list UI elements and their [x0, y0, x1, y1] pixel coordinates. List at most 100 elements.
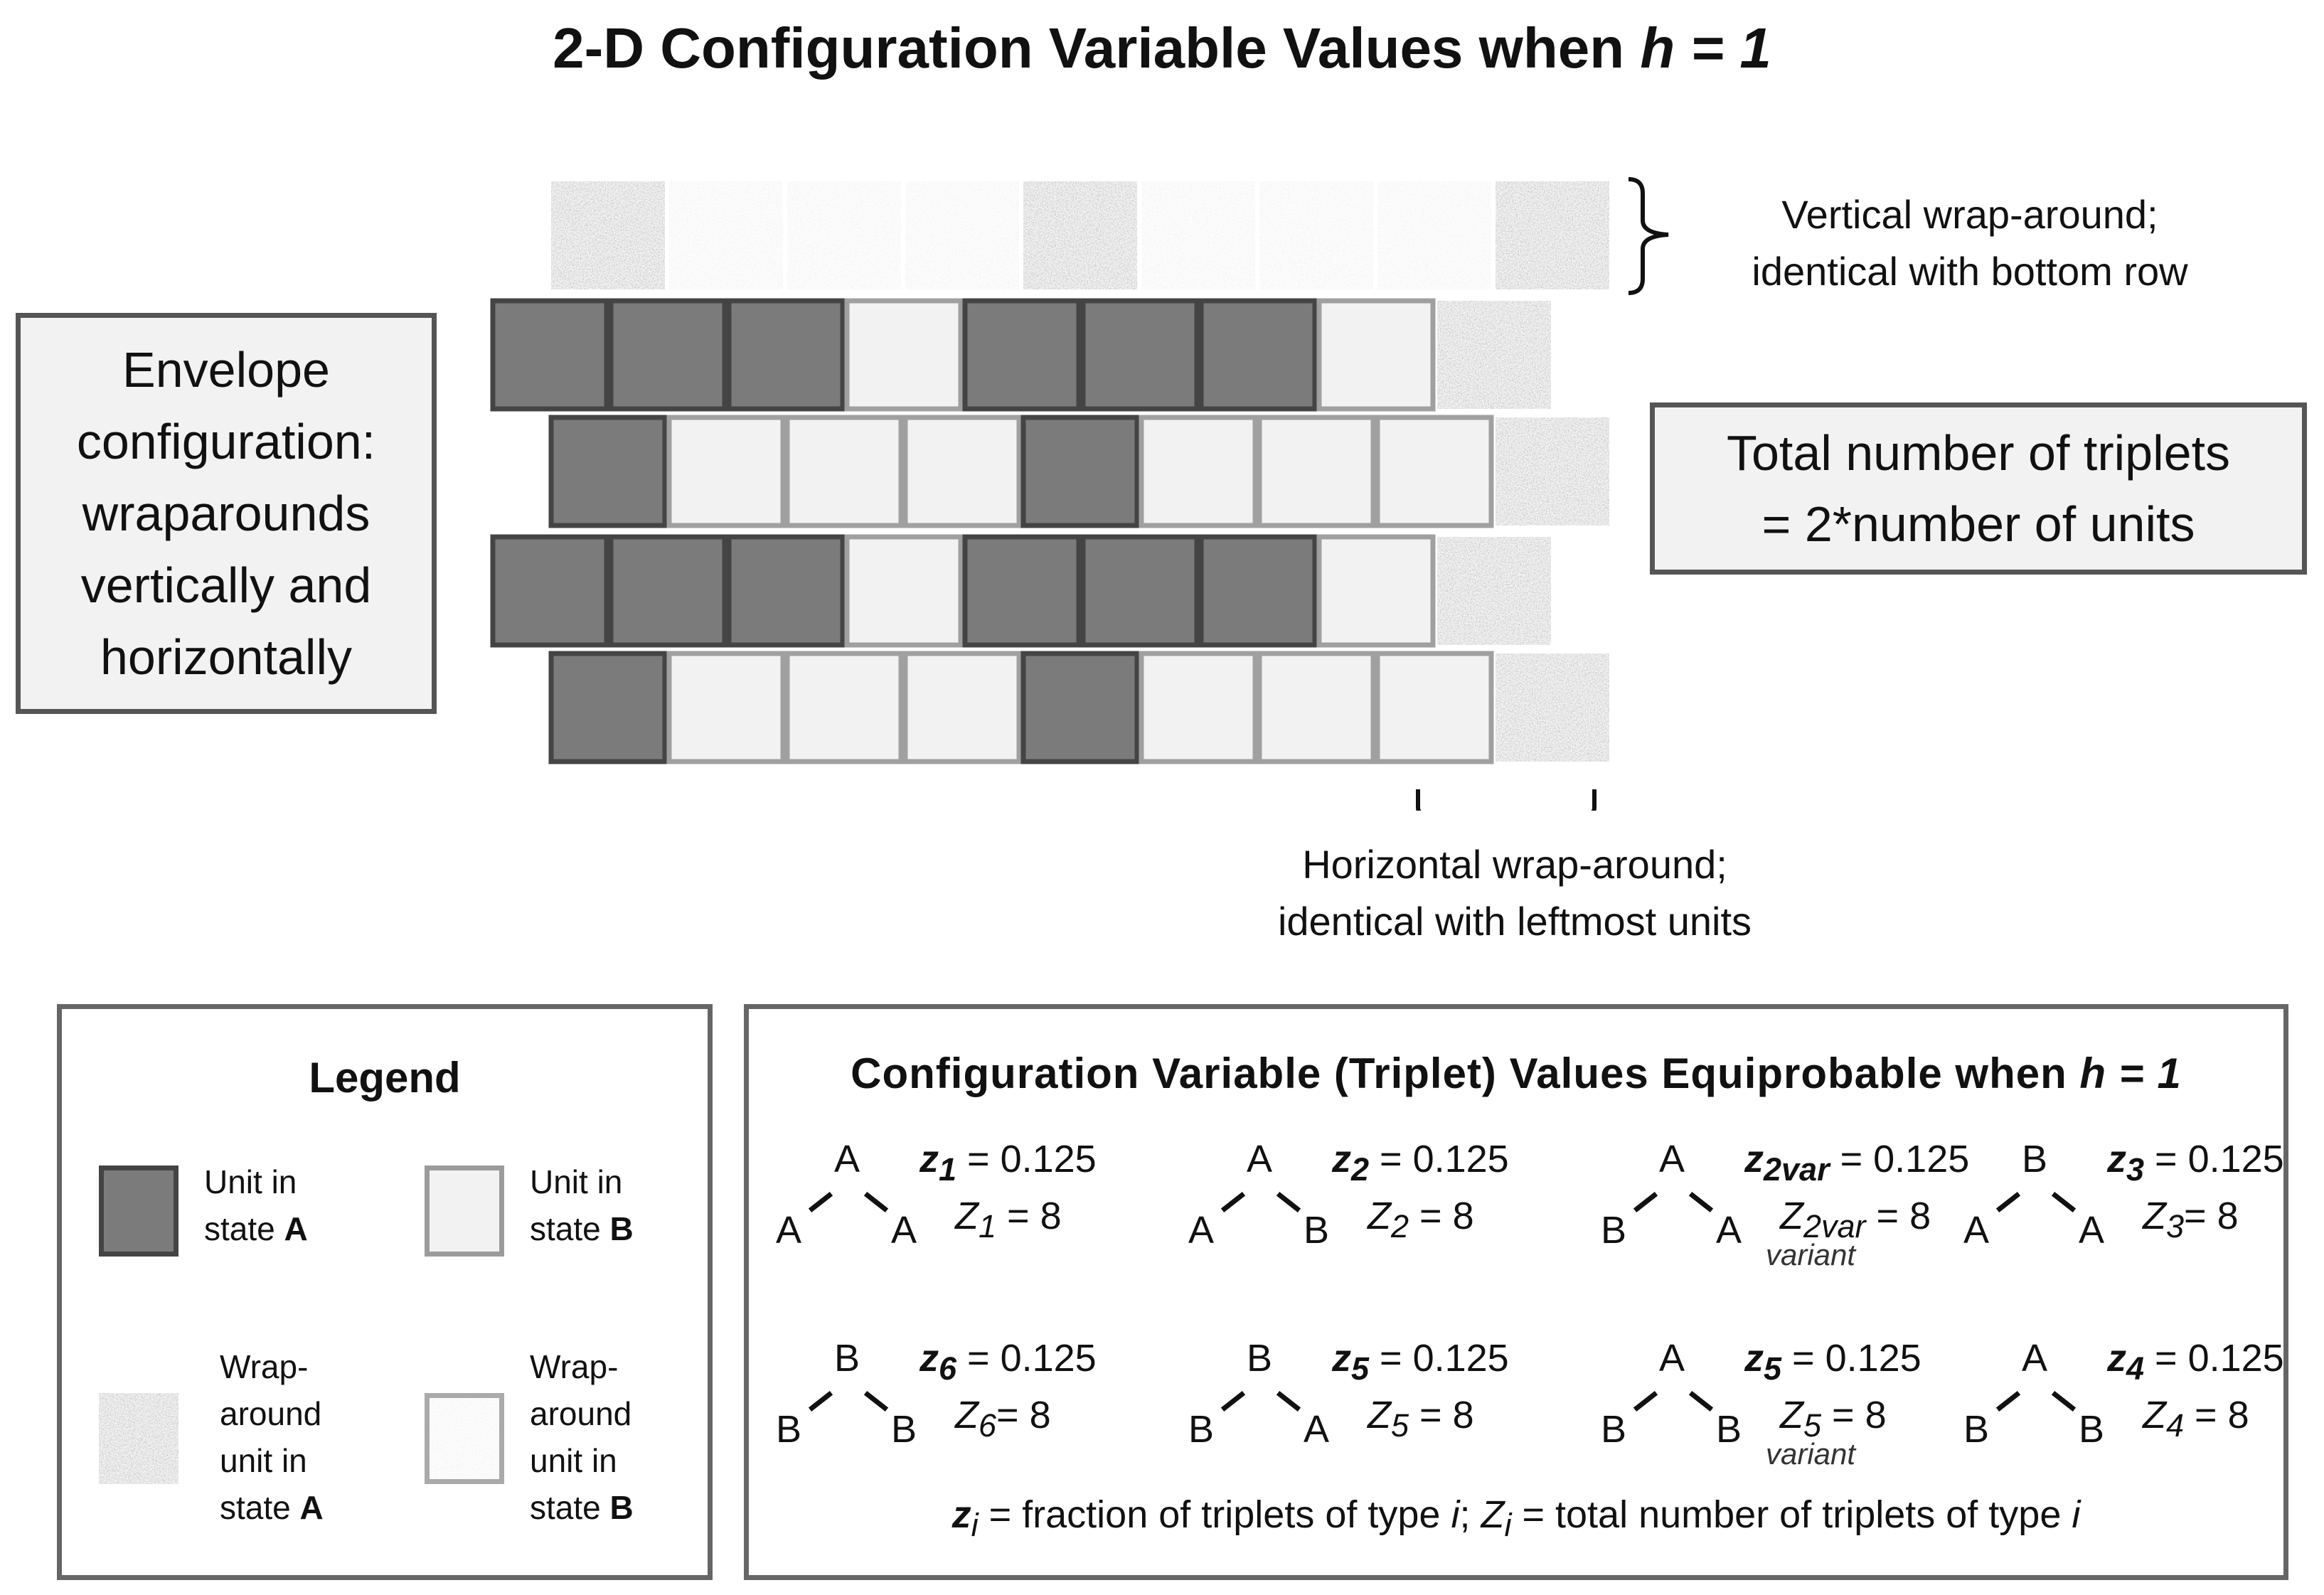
- unit-cell-state-b: [902, 651, 1022, 764]
- triplet-right-unit: B: [1304, 1209, 1330, 1252]
- config-title-h-value: = 1: [2106, 1050, 2182, 1097]
- count-value: = 8: [1821, 1394, 1887, 1436]
- legend-b-state: B: [609, 1210, 634, 1247]
- count-subscript: 4: [2166, 1407, 2185, 1444]
- unit-cell-state-b: [1139, 651, 1258, 764]
- triplet-fraction-label: z6 = 0.125: [920, 1336, 1097, 1387]
- legend-wa-line-3: unit in: [220, 1442, 307, 1479]
- horizontal-note-line-1: Horizontal wrap-around;: [1302, 842, 1727, 887]
- unit-cell-state-a: [608, 534, 727, 648]
- unit-cell-state-b: [1316, 534, 1436, 648]
- wraparound-cell-state-a: [1496, 654, 1609, 762]
- fraction-symbol: z: [2107, 1337, 2126, 1380]
- count-value: = 8: [1865, 1195, 1931, 1237]
- horizontal-wrap-bracket: [1416, 789, 1597, 811]
- unit-cell-state-b: [666, 651, 786, 764]
- count-subscript: 6: [979, 1407, 997, 1444]
- fraction-value: = 0.125: [2144, 1337, 2284, 1380]
- envelope-configuration-box: Envelope configuration: wraparounds vert…: [16, 313, 437, 714]
- wraparound-cell-state-b: [1257, 178, 1376, 292]
- fraction-value: = 0.125: [956, 1337, 1097, 1380]
- wraparound-cell-state-a: [1023, 181, 1137, 289]
- diagram-title: 2-D Configuration Variable Values when h…: [0, 16, 2324, 81]
- fraction-value: = 0.125: [1369, 1138, 1509, 1180]
- fraction-symbol: z: [1332, 1138, 1351, 1180]
- triplet-fraction-label: z4 = 0.125: [2107, 1336, 2284, 1387]
- unit-cell-state-a: [1080, 298, 1200, 412]
- triplet-left-link: [1995, 1192, 2021, 1212]
- footer-part-2: = total number of triplets of type: [1511, 1493, 2072, 1536]
- legend-wb-line-3: unit in: [530, 1442, 617, 1479]
- legend-wb-line-1: Wrap-: [530, 1348, 619, 1385]
- count-symbol: Z: [1780, 1195, 1803, 1237]
- footer-z-symbol: z: [952, 1493, 971, 1536]
- wraparound-cell-state-b: [784, 178, 904, 292]
- variant-label: variant: [1766, 1238, 1856, 1271]
- legend-label-state-b: Unit in state B: [530, 1158, 634, 1252]
- fraction-value: = 0.125: [956, 1138, 1097, 1180]
- triplet-right-link: [1688, 1391, 1714, 1412]
- triplet-count-label: Z2 = 8: [1368, 1194, 1474, 1245]
- grid-cells: [490, 178, 1609, 764]
- triplet-left-unit: B: [776, 1408, 802, 1451]
- triplet-count-label: Z2var = 8: [1780, 1194, 1931, 1245]
- unit-cell-state-a: [962, 298, 1082, 412]
- wraparound-cell-state-a: [1437, 537, 1551, 645]
- triplet-fraction-label: z2var = 0.125: [1744, 1137, 1969, 1188]
- triplet-fraction-label: z3 = 0.125: [2107, 1137, 2284, 1188]
- footer-Z-sub: i: [1504, 1506, 1512, 1543]
- fraction-subscript: 5: [1351, 1350, 1370, 1387]
- unit-cell-state-a: [490, 298, 609, 412]
- count-symbol: Z: [2143, 1195, 2166, 1237]
- total-triplets-box: Total number of triplets = 2*number of u…: [1650, 402, 2307, 575]
- fraction-subscript: 2var: [1764, 1151, 1830, 1188]
- triplet-top-unit: A: [834, 1138, 860, 1180]
- triplet-right-link: [1276, 1391, 1301, 1412]
- envelope-line-3: wraparounds: [82, 485, 371, 541]
- triplet-left-unit: A: [776, 1209, 802, 1252]
- unit-cell-state-a: [962, 534, 1082, 648]
- triplet-right-unit: A: [1304, 1408, 1330, 1451]
- fraction-subscript: 3: [2126, 1151, 2145, 1188]
- triplet-count-label: Z4 = 8: [2143, 1393, 2249, 1444]
- fraction-subscript: 6: [939, 1350, 957, 1387]
- legend-swatch-wrap-b: [425, 1393, 504, 1484]
- triplet-top-unit: B: [2022, 1138, 2048, 1180]
- envelope-line-5: horizontally: [100, 629, 353, 685]
- triplet-left-link: [808, 1192, 833, 1212]
- count-value: = 8: [996, 1394, 1051, 1436]
- footer-i-2: i: [2072, 1493, 2081, 1536]
- legend-swatch-state-b: [425, 1165, 504, 1257]
- count-symbol: Z: [955, 1195, 979, 1237]
- triplet-right-unit: B: [891, 1408, 917, 1451]
- configuration-title: Configuration Variable (Triplet) Values …: [749, 1049, 2283, 1098]
- legend-wa-line-1: Wrap-: [220, 1348, 309, 1385]
- vertical-note-line-2: identical with bottom row: [1752, 249, 2188, 294]
- unit-grid: [490, 177, 1669, 811]
- fraction-value: = 0.125: [1829, 1138, 1970, 1180]
- triplet-count-label: Z5 = 8: [1368, 1393, 1474, 1444]
- triplet-top-unit: A: [1247, 1138, 1273, 1180]
- triplet-count-label: Z1 = 8: [955, 1194, 1062, 1245]
- fraction-symbol: z: [1744, 1337, 1764, 1380]
- triplet-right-unit: A: [2079, 1209, 2105, 1252]
- unit-cell-state-a: [548, 415, 668, 528]
- triplet-right-link: [1276, 1192, 1301, 1212]
- legend-swatch-wrap-a: [99, 1393, 178, 1484]
- unit-cell-state-a: [726, 298, 846, 412]
- legend-wa-line-4: state: [220, 1489, 300, 1526]
- triplet-count-label: Z3= 8: [2143, 1194, 2239, 1245]
- variant-label: variant: [1766, 1437, 1856, 1471]
- unit-cell-state-b: [902, 415, 1022, 528]
- config-title-text: Configuration Variable (Triplet) Values …: [851, 1050, 2080, 1097]
- wraparound-cell-state-b: [1375, 178, 1494, 292]
- fraction-subscript: 2: [1351, 1151, 1370, 1188]
- count-symbol: Z: [955, 1394, 979, 1436]
- legend-panel: Legend Unit in state A Unit in state B W…: [57, 1004, 713, 1580]
- fraction-value: = 0.125: [2144, 1138, 2284, 1180]
